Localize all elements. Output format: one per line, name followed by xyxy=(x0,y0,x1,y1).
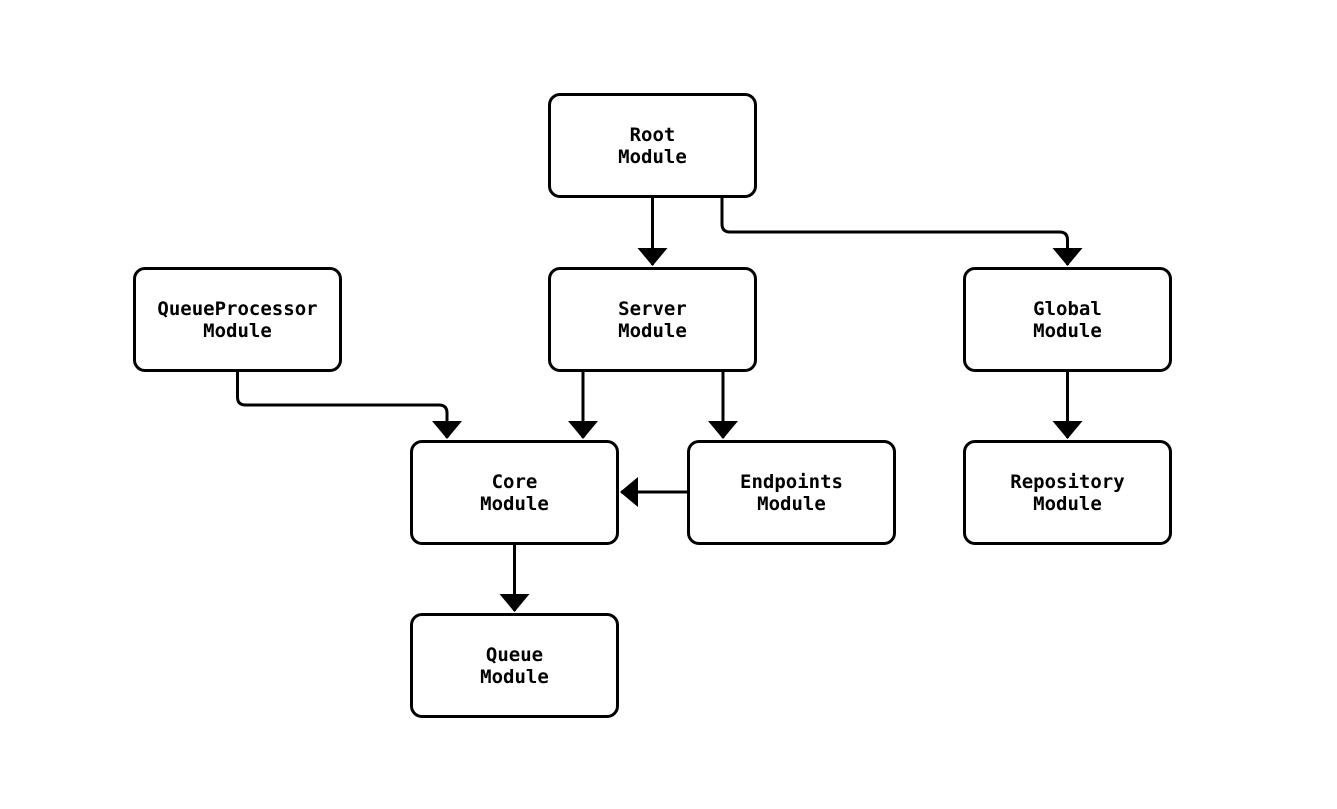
node-global-module: Global Module xyxy=(963,267,1172,372)
node-server-module-label: Server Module xyxy=(618,297,687,342)
node-global-module-label: Global Module xyxy=(1033,297,1102,342)
node-endpoints-module: Endpoints Module xyxy=(687,440,896,545)
node-queue-module-label: Queue Module xyxy=(480,643,549,688)
node-queueprocessor-module: QueueProcessor Module xyxy=(133,267,342,372)
edge-queueprocessor-to-core xyxy=(236,372,462,439)
node-core-module: Core Module xyxy=(410,440,619,545)
node-repository-module-label: Repository Module xyxy=(1010,470,1125,515)
node-queueprocessor-module-label: QueueProcessor Module xyxy=(157,297,318,342)
node-server-module: Server Module xyxy=(548,267,757,372)
node-core-module-label: Core Module xyxy=(480,470,549,515)
node-root-module-label: Root Module xyxy=(618,123,687,168)
node-queue-module: Queue Module xyxy=(410,613,619,718)
node-endpoints-module-label: Endpoints Module xyxy=(740,470,843,515)
node-root-module: Root Module xyxy=(548,93,757,198)
edge-root-to-global xyxy=(720,198,1083,266)
node-repository-module: Repository Module xyxy=(963,440,1172,545)
